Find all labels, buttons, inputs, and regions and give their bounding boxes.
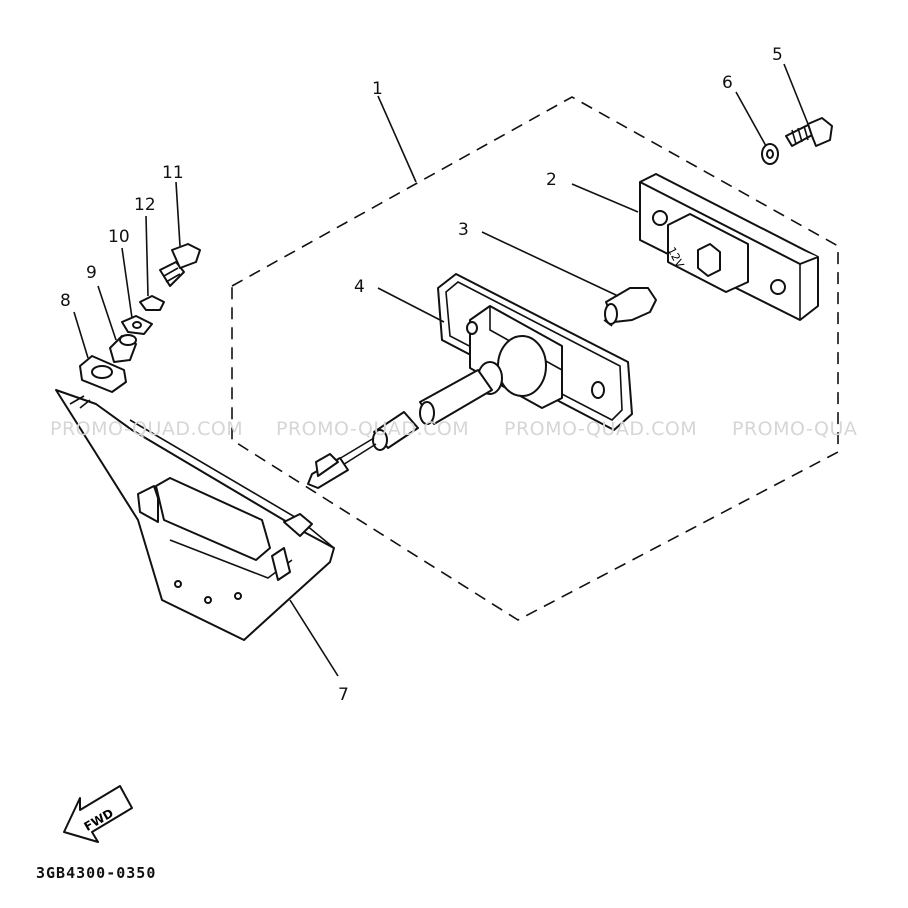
- callout-11: 12: [134, 195, 156, 215]
- callout-4: 4: [354, 277, 365, 297]
- callout-12: 11: [162, 163, 184, 183]
- watermark-2: PROMO-QUAD.COM: [276, 418, 470, 440]
- leader-lines: [73, 63, 809, 677]
- callout-5: 5: [772, 45, 783, 65]
- part-bulb: [603, 287, 657, 327]
- part-lock-washer: [139, 295, 165, 311]
- part-wire-lead: [307, 411, 419, 489]
- callout-10: 10: [108, 227, 130, 247]
- part-collar: [109, 334, 137, 363]
- callout-9: 9: [86, 263, 97, 283]
- part-housing: 12V: [639, 173, 819, 321]
- assembly-boundary: [231, 96, 839, 621]
- part-grommet: [79, 355, 127, 393]
- forward-direction-arrow: FWD: [63, 785, 133, 843]
- callout-6: 6: [722, 73, 733, 93]
- drawing-code: 3GB4300-0350: [36, 864, 157, 882]
- part-washer: [761, 143, 779, 165]
- part-bolt: [785, 117, 833, 147]
- part-screw: [159, 243, 201, 287]
- callout-1: 1: [372, 79, 383, 99]
- watermark-4: PROMO-QUA: [732, 418, 858, 440]
- callout-8: 8: [60, 291, 71, 311]
- watermark-3: PROMO-QUAD.COM: [504, 418, 698, 440]
- callout-2: 2: [546, 170, 557, 190]
- watermark-1: PROMO-QUAD.COM: [50, 418, 244, 440]
- part-lens-unit: [419, 273, 633, 431]
- callout-7: 7: [338, 685, 349, 705]
- callout-3: 3: [458, 220, 469, 240]
- part-plate-washer: [121, 315, 153, 335]
- part-bracket: [55, 389, 335, 641]
